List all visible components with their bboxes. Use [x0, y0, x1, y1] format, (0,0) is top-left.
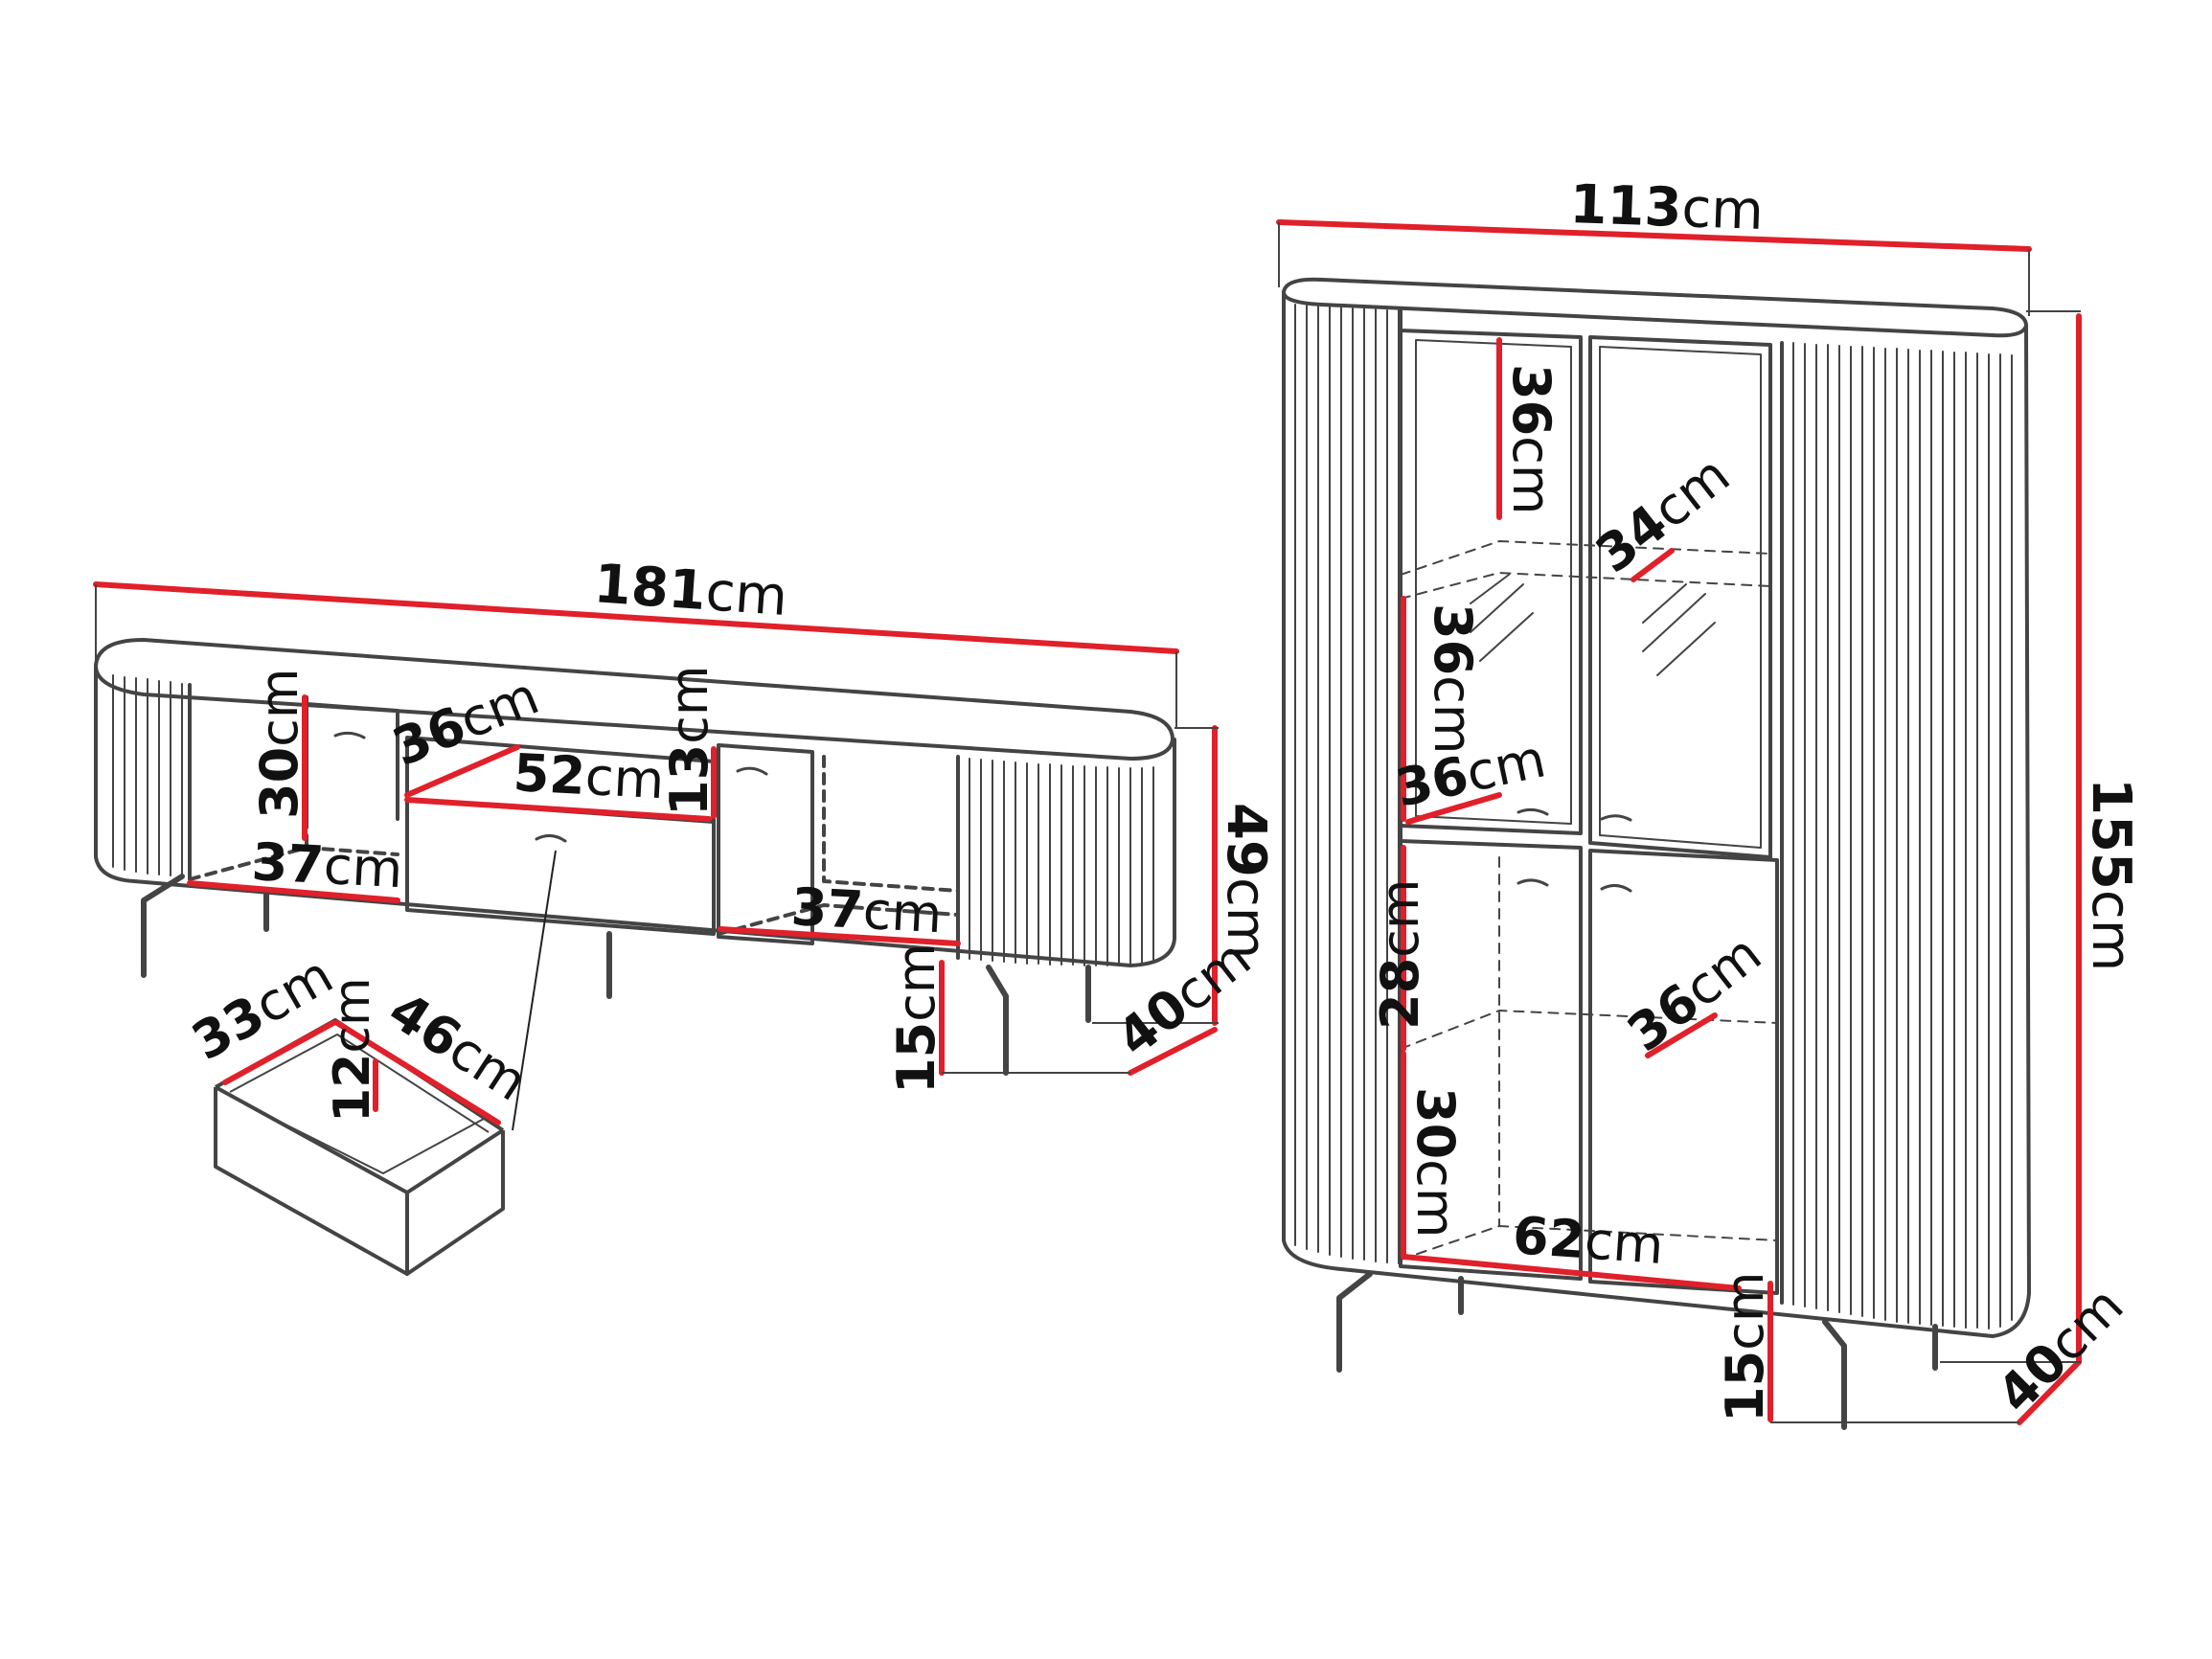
cabinet-height-label: 155cm [2080, 778, 2142, 971]
tv-unit-center-width-label: 52cm [512, 742, 666, 810]
cabinet-lower-shelf-depth-label: 36cm [1616, 923, 1772, 1064]
tv-unit-top-surface [94, 638, 1174, 761]
cabinet-right-fluted-panel [1792, 342, 2013, 1329]
cabinet-leg-front-right [1822, 1319, 1847, 1430]
drawer-measure-lines [222, 1020, 501, 1125]
tv-unit-center-width-line [404, 797, 712, 822]
drawer-width-label: 46cm [378, 980, 537, 1113]
drawer-leader-line [512, 850, 557, 1131]
cabinet-glass-shelf-depth-label: 34cm [1585, 444, 1741, 585]
tv-unit-left-shelf-line [187, 880, 400, 903]
cabinet-glass-inner-right [1599, 346, 1762, 849]
tv-unit-measure-lines [93, 581, 1218, 1076]
cabinet-glass-door-right [1588, 335, 1772, 859]
cabinet-leg-height-label: 15cm [1715, 1272, 1775, 1422]
tv-unit-leg-front-right [986, 965, 1009, 1076]
tv-unit-left-fluted-panel [112, 674, 183, 878]
tv-unit-depth-line [1128, 1027, 1218, 1076]
cabinet-body [1282, 290, 2031, 1338]
drawer-inner-bottom [277, 1118, 485, 1174]
cabinet-width-line [1276, 219, 2032, 252]
tv-unit-right-door-handle [736, 766, 768, 776]
tv-unit-left-depth-line [404, 744, 520, 798]
tv-unit-width-line [93, 581, 1179, 654]
tv-unit-right-shelf-line [718, 926, 961, 946]
cabinet-measure-lines [1276, 219, 2082, 1425]
cabinet-depth-line [2017, 1359, 2082, 1425]
cabinet-glass-shelf-lower [1400, 572, 1771, 600]
cabinet-drawing [1282, 277, 2031, 1430]
cabinet-glass-reflection-right [1642, 583, 1716, 676]
cabinet-top-shelf-height-label: 36cm [1501, 364, 1562, 514]
tv-unit-drawer-front [405, 798, 716, 936]
cabinet-bottom-shelf [1400, 1225, 1778, 1261]
tv-unit-left-shelf [188, 846, 399, 881]
cabinet-lower-door-left-handle [1516, 878, 1549, 887]
tv-unit-left-door [305, 702, 399, 821]
tv-unit-leg-height-label: 15cm [886, 943, 946, 1094]
cabinet-inner-width-label: 62cm [1511, 1205, 1665, 1276]
cabinet-leg-front-left [1336, 1271, 1373, 1373]
drawer-height-label: 12cm [324, 977, 381, 1123]
cabinet-extension-lines [1278, 222, 2081, 1423]
drawer-depth-label: 33cm [182, 944, 343, 1072]
tv-unit-center-height-label: 13cm [659, 666, 719, 816]
tv-unit-right-fluted-panel [969, 758, 1154, 966]
drawer-width-line [334, 1020, 501, 1125]
tv-unit-leg-front-left [141, 874, 185, 978]
drawer-inner-edge [229, 1034, 490, 1133]
cabinet-lower-door-right [1588, 849, 1779, 1295]
tv-unit-height-label: 49cm [1215, 803, 1277, 959]
cabinet-lower-door-right-handle [1600, 884, 1632, 893]
cabinet-glass-shelf-depth-line [1630, 548, 1675, 582]
cabinet-glass-door-left-handle [1516, 807, 1549, 816]
tv-unit-right-compartment-back [822, 755, 960, 893]
cabinet-top [1282, 277, 2028, 338]
tv-unit-left-shelf-label: 37cm [250, 831, 404, 899]
tv-unit-right-shelf [717, 903, 960, 936]
tv-unit-right-door [717, 743, 814, 945]
drawer-right-face [405, 1130, 505, 1276]
cabinet-lower-shelf-height-label: 28cm [1370, 879, 1430, 1030]
drawer-depth-line [222, 1020, 336, 1085]
cabinet-lower-shelf [1400, 1010, 1778, 1050]
cabinet-lower-shelf-depth-line [1645, 1012, 1718, 1058]
cabinet-glass-inner-left [1415, 339, 1572, 825]
cabinet-depth-label: 40cm [1986, 1275, 2135, 1424]
tv-unit-extension-lines [95, 584, 1219, 1074]
cabinet-glass-reflection-left [1470, 574, 1534, 662]
cabinet-middle-shelf-depth-line [1405, 792, 1502, 825]
tv-unit-width-label: 181cm [592, 553, 789, 628]
cabinet-inner-width-line [1401, 1254, 1742, 1291]
cabinet-glass-door-right-handle [1600, 814, 1632, 822]
cabinet-width-label: 113cm [1569, 173, 1765, 242]
cabinet-bottom-shelf-height-label: 30cm [1405, 1087, 1466, 1238]
tv-unit-left-door-handle [333, 731, 366, 739]
cabinet-glass-shelf-upper [1400, 540, 1771, 576]
cabinet-left-fluted-panel [1294, 304, 1400, 1264]
tv-unit-right-shelf-label: 37cm [789, 876, 944, 944]
tv-unit-drawer-handle [535, 834, 567, 843]
tv-unit-left-height-label: 30cm [249, 669, 309, 819]
cabinet-middle-shelf-height-label: 36cm [1423, 603, 1483, 754]
